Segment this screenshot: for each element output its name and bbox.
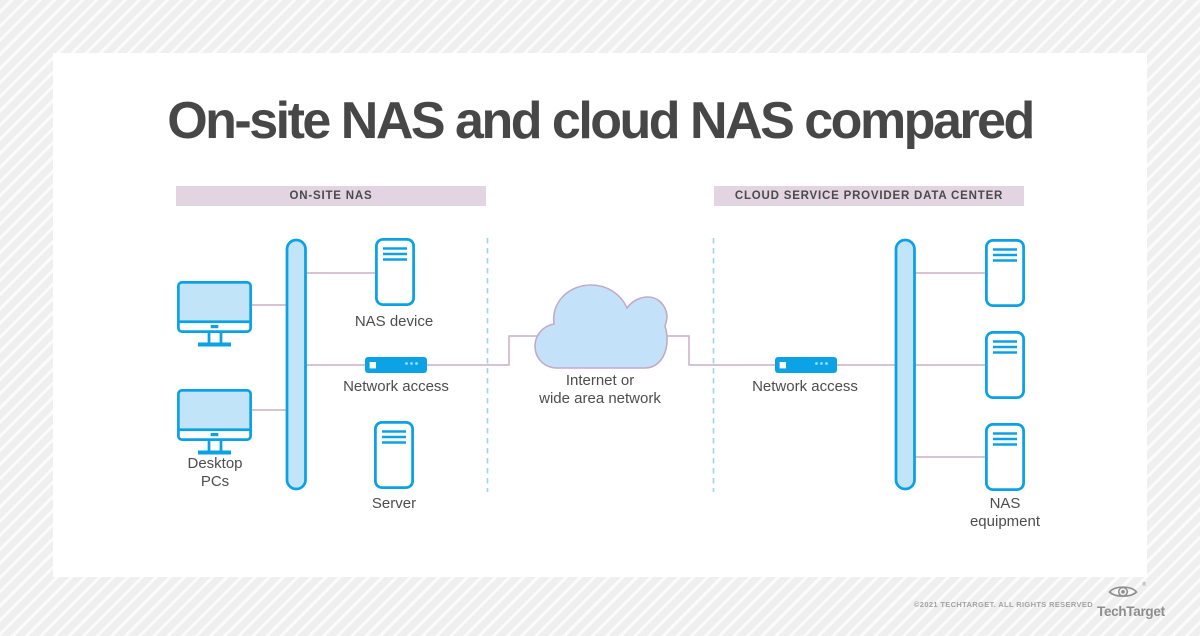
nas-device-label: NAS device bbox=[354, 313, 434, 330]
techtarget-wordmark: TechTarget bbox=[1097, 604, 1165, 619]
nas-equipment-icon-2 bbox=[985, 331, 1025, 399]
desktop-pcs-label: Desktop PCs bbox=[187, 455, 243, 490]
network-access-right-label: Network access bbox=[752, 378, 858, 395]
network-access-left-label: Network access bbox=[343, 378, 449, 395]
nas-equipment-icon-1 bbox=[985, 239, 1025, 307]
server-icon bbox=[374, 421, 414, 489]
nas-device-icon bbox=[375, 238, 415, 306]
registered-mark: ® bbox=[1142, 582, 1146, 588]
desktop-pc-icon-1 bbox=[176, 280, 253, 347]
network-access-switch-icon-right bbox=[775, 357, 837, 373]
zone-divider-dashed-lines bbox=[486, 238, 715, 492]
desktop-pc-icon-2 bbox=[176, 388, 253, 455]
nas-equipment-label: NAS equipment bbox=[969, 495, 1041, 530]
internet-cloud-label-line2: wide area network bbox=[539, 390, 661, 407]
copyright-text: ©2021 TECHTARGET. ALL RIGHTS RESERVED bbox=[913, 600, 1093, 609]
page-title: On-site NAS and cloud NAS compared bbox=[167, 92, 1035, 150]
techtarget-logo: ® TechTarget bbox=[1097, 582, 1165, 619]
cloud-network-backbone-bar-icon bbox=[894, 238, 916, 491]
internet-cloud-icon bbox=[534, 284, 668, 369]
techtarget-eye-icon bbox=[1108, 586, 1138, 597]
network-connector-lines bbox=[252, 272, 986, 458]
internet-cloud-label: Internet or wide area network bbox=[525, 372, 675, 408]
server-label: Server bbox=[371, 495, 417, 512]
network-access-switch-icon-left bbox=[365, 357, 427, 373]
section-header-cloud-provider: CLOUD SERVICE PROVIDER DATA CENTER bbox=[714, 186, 1024, 206]
internet-cloud-label-line1: Internet or bbox=[565, 372, 635, 389]
onsite-network-backbone-bar-icon bbox=[285, 238, 307, 491]
section-header-onsite-nas: ON-SITE NAS bbox=[176, 186, 486, 206]
nas-equipment-icon-3 bbox=[985, 423, 1025, 491]
